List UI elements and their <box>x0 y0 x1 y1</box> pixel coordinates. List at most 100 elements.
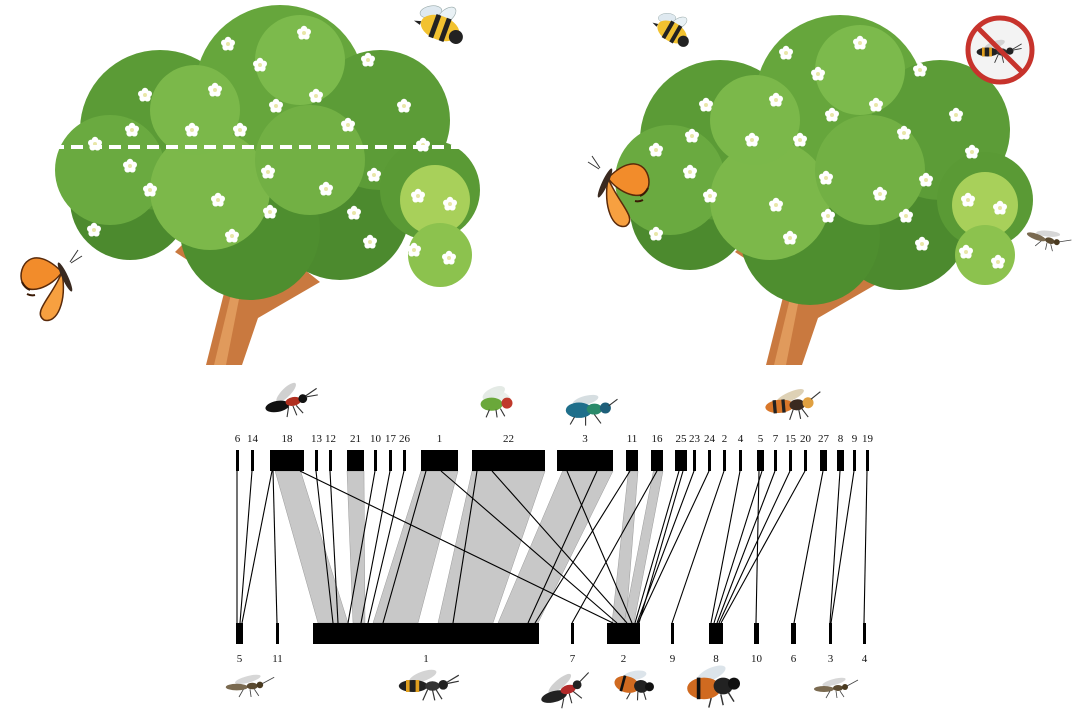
top-node-bar-26 <box>403 450 406 471</box>
bottom-insect-row <box>226 662 858 710</box>
bottom-node-bar-1 <box>313 623 539 644</box>
top-node-label: 21 <box>350 433 361 445</box>
wasp-icon <box>399 667 459 700</box>
bottom-node-label: 4 <box>862 653 868 665</box>
top-node-label: 25 <box>676 433 688 445</box>
bottom-node-bar-10 <box>754 623 759 644</box>
top-node-label: 18 <box>282 433 294 445</box>
top-node-label: 5 <box>758 433 764 445</box>
bottom-node-row <box>236 623 866 644</box>
top-node-label: 17 <box>385 433 397 445</box>
interaction-link-28 <box>864 471 867 623</box>
top-node-bar-18 <box>270 450 304 471</box>
top-node-label: 13 <box>311 433 323 445</box>
no-insect-icon <box>968 18 1032 82</box>
top-node-bar-10 <box>374 450 377 471</box>
interaction-link-20 <box>756 471 759 623</box>
top-node-label: 3 <box>582 433 588 445</box>
top-node-bar-22 <box>472 450 545 471</box>
interaction-link-3 <box>273 471 277 623</box>
top-node-label: 4 <box>738 433 744 445</box>
top-node-bar-19 <box>866 450 869 471</box>
interaction-band-1 <box>347 471 365 623</box>
top-node-bar-7 <box>774 450 777 471</box>
top-node-bar-9 <box>853 450 856 471</box>
top-insect-row <box>261 376 822 425</box>
top-node-bar-14 <box>251 450 254 471</box>
top-node-bar-27 <box>820 450 827 471</box>
top-node-bar-20 <box>804 450 807 471</box>
top-node-bar-1 <box>421 450 458 471</box>
top-node-label: 9 <box>852 433 858 445</box>
top-node-bar-12 <box>329 450 332 471</box>
top-node-bar-2 <box>723 450 726 471</box>
bottom-node-label: 8 <box>713 653 719 665</box>
top-node-bar-15 <box>789 450 792 471</box>
top-node-label: 20 <box>800 433 812 445</box>
top-node-label: 8 <box>838 433 844 445</box>
wasp-icon <box>1024 221 1073 257</box>
top-node-bar-3 <box>557 450 613 471</box>
top-node-label: 22 <box>503 433 514 445</box>
butterfly-icon <box>21 250 82 320</box>
top-node-label: 23 <box>689 433 701 445</box>
parasitoid-wasp-icon <box>226 673 274 697</box>
ichneumon-icon <box>814 676 858 698</box>
top-node-bar-13 <box>315 450 318 471</box>
top-node-label: 15 <box>785 433 797 445</box>
bottom-node-label: 1 <box>423 653 429 665</box>
bottom-node-bar-9 <box>671 623 674 644</box>
bottom-node-bar-7 <box>571 623 574 644</box>
wasp-icon <box>261 376 320 420</box>
interaction-link-24 <box>721 471 805 623</box>
right-tree-illustration <box>588 3 1073 365</box>
bottom-node-bar-6 <box>791 623 796 644</box>
bottom-node-bar-4 <box>863 623 866 644</box>
top-node-label: 16 <box>652 433 664 445</box>
top-node-bar-16 <box>651 450 663 471</box>
top-node-bar-6 <box>236 450 239 471</box>
bottom-node-label: 7 <box>570 653 576 665</box>
top-node-bar-8 <box>837 450 844 471</box>
hornet-icon <box>687 662 740 708</box>
bottom-node-bar-3 <box>829 623 832 644</box>
top-node-bar-21 <box>347 450 364 471</box>
top-node-label: 6 <box>235 433 241 445</box>
cuckoo-wasp-icon <box>566 393 618 426</box>
bottom-node-label: 2 <box>621 653 627 665</box>
sawfly-icon <box>536 666 596 710</box>
top-node-label: 11 <box>627 433 638 445</box>
top-node-bar-17 <box>389 450 392 471</box>
bottom-node-bar-2 <box>607 623 640 644</box>
left-tree-illustration <box>21 0 495 365</box>
bottom-node-label: 5 <box>237 653 243 665</box>
bee-icon <box>611 662 658 705</box>
bee-icon <box>411 0 473 48</box>
bottom-node-label: 11 <box>272 653 283 665</box>
top-node-label: 7 <box>773 433 779 445</box>
bottom-node-label: 9 <box>670 653 676 665</box>
bee-icon <box>648 3 699 50</box>
top-node-label: 26 <box>399 433 411 445</box>
top-node-label: 10 <box>370 433 382 445</box>
bottom-node-label: 10 <box>751 653 763 665</box>
bottom-node-label: 3 <box>828 653 834 665</box>
top-node-label: 14 <box>247 433 259 445</box>
top-node-label: 12 <box>325 433 336 445</box>
top-node-bar-4 <box>739 450 742 471</box>
bottom-node-bar-8 <box>709 623 723 644</box>
bottom-node-bar-5 <box>236 623 243 644</box>
top-node-label: 1 <box>437 433 443 445</box>
top-node-bar-5 <box>757 450 764 471</box>
top-node-label: 27 <box>818 433 830 445</box>
top-node-row <box>236 450 869 471</box>
hornet-icon <box>764 385 823 422</box>
top-node-bar-23 <box>693 450 696 471</box>
top-node-label: 2 <box>722 433 728 445</box>
top-node-bar-25 <box>675 450 687 471</box>
top-node-label: 24 <box>704 433 716 445</box>
top-node-label: 19 <box>862 433 874 445</box>
